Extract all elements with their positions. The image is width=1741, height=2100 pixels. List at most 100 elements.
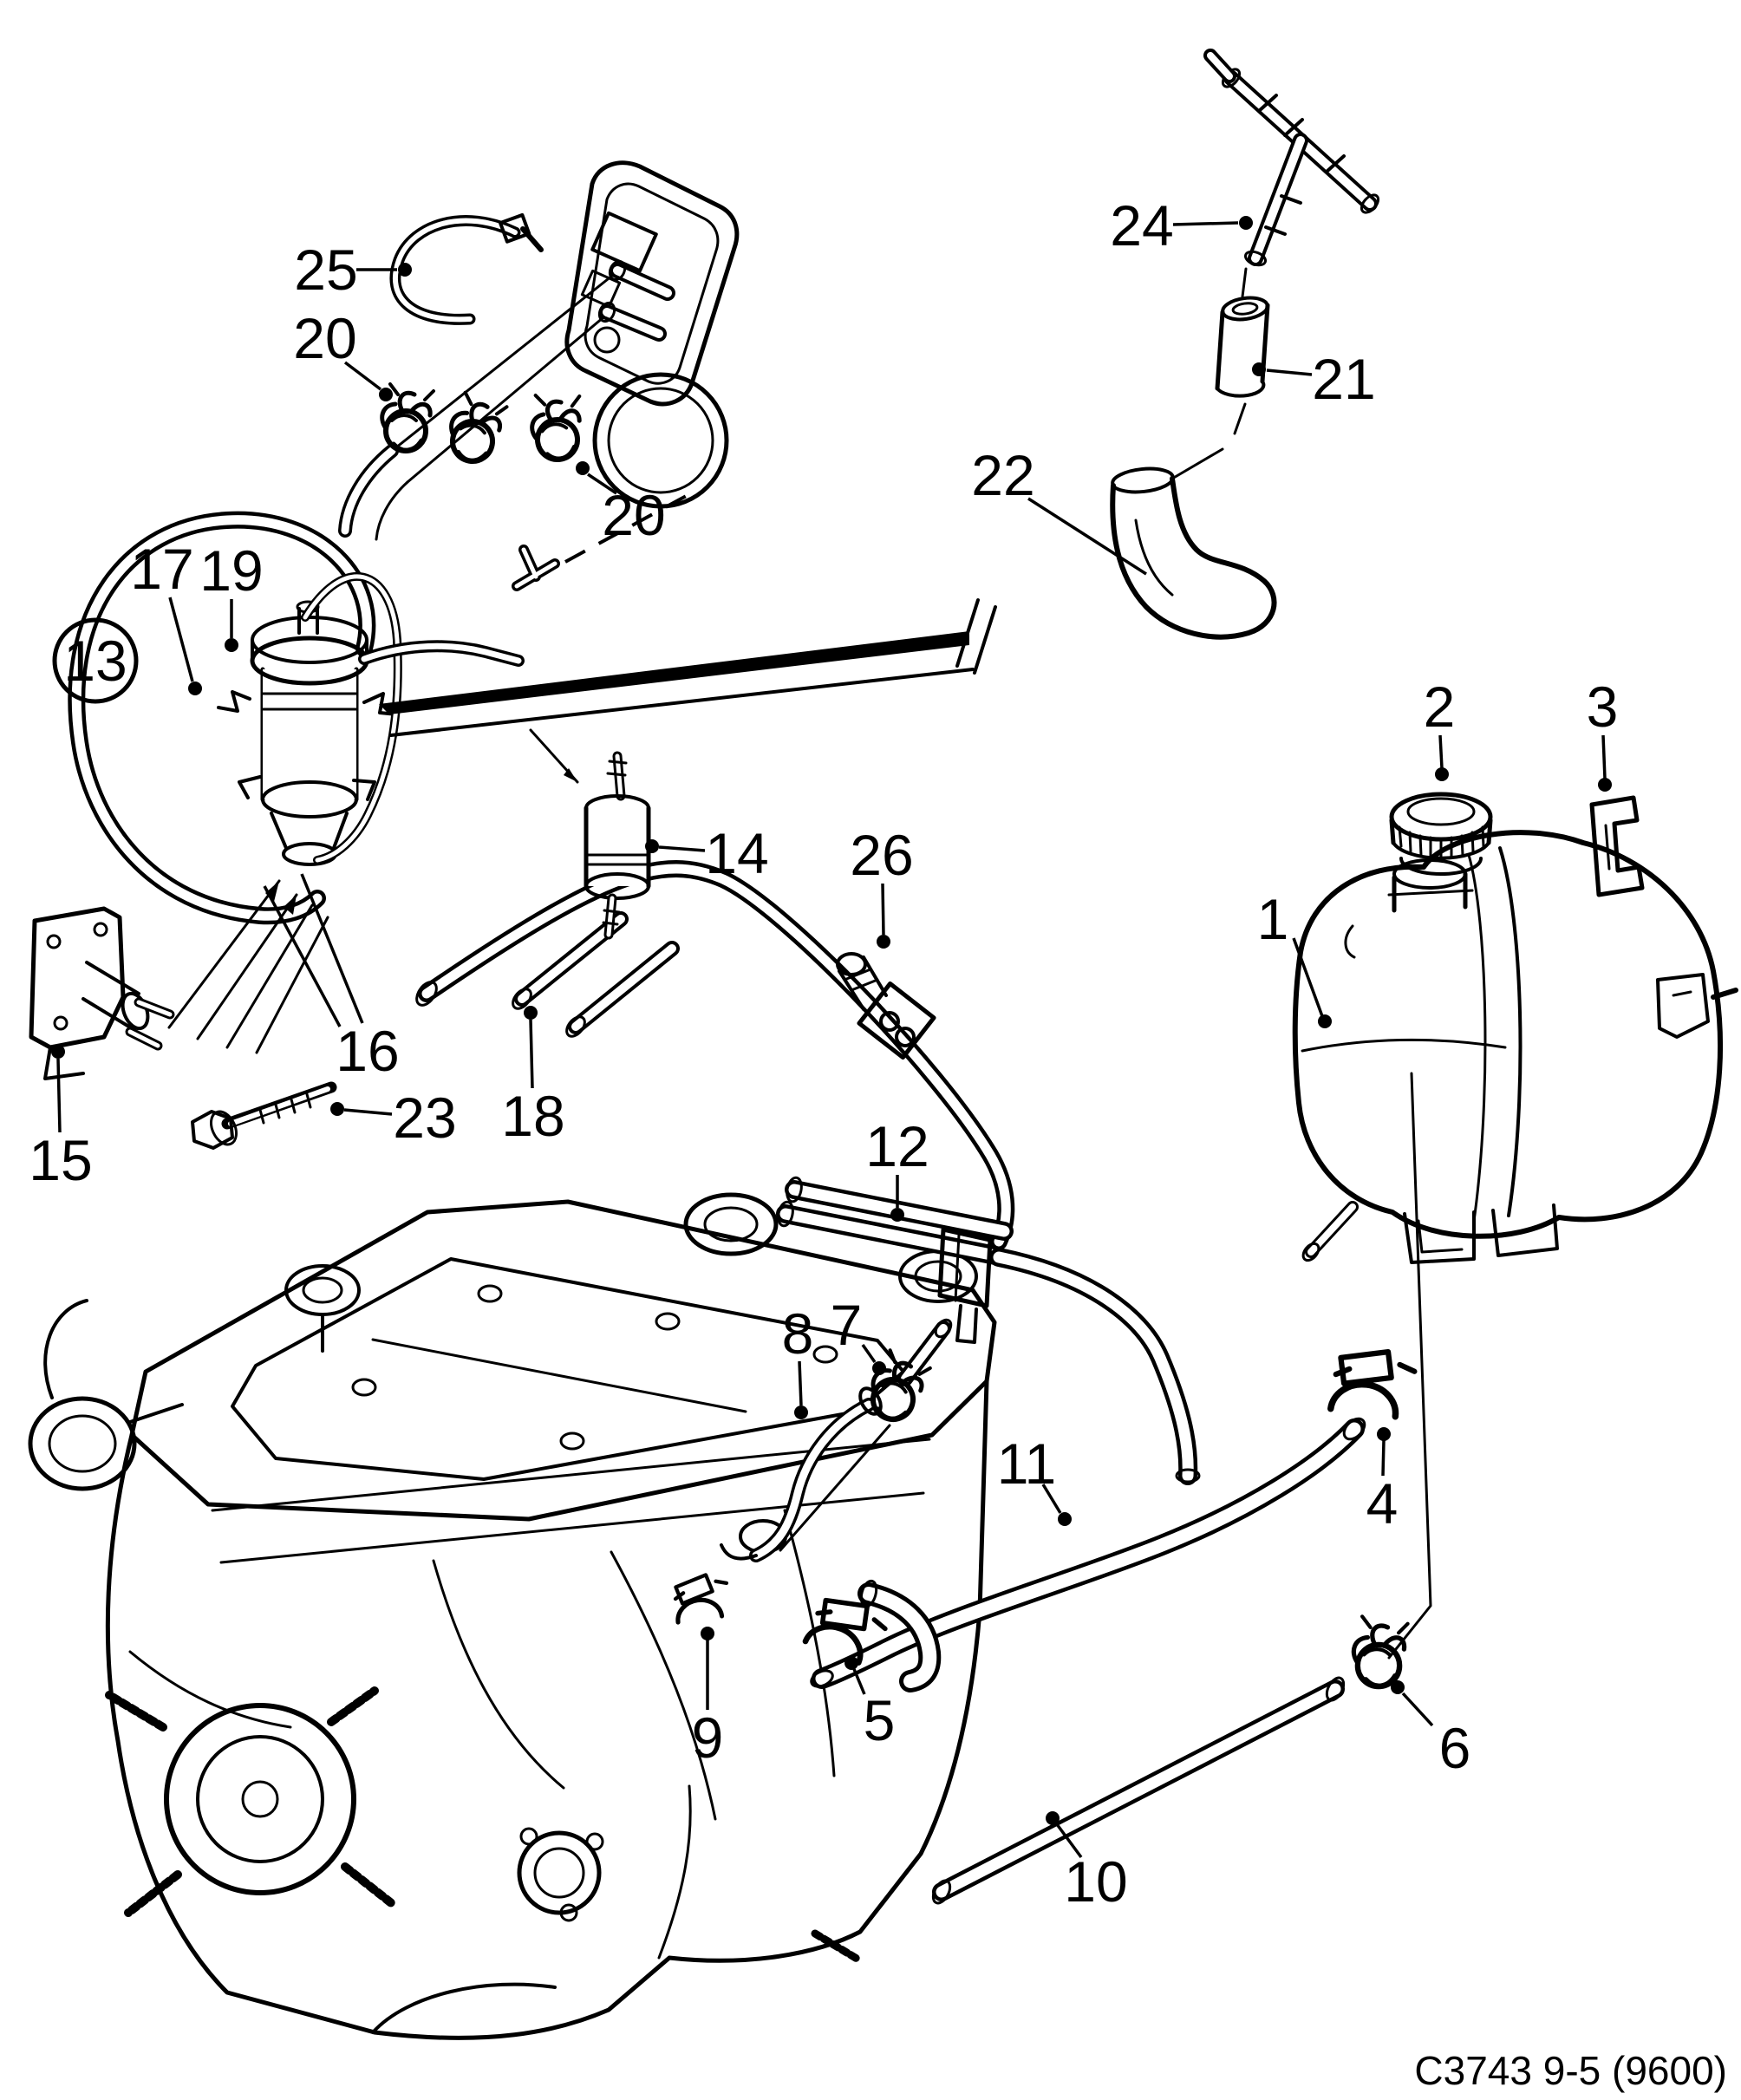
callout-number: 10 [1064,1849,1127,1914]
leader-dot [379,388,393,401]
callout-number: 18 [501,1084,564,1148]
callout-number: 3 [1587,675,1619,739]
tank-bracket-ear [1656,973,1710,1039]
callout-11: 11 [997,1432,1072,1526]
callout-number: 5 [864,1688,896,1752]
alignment-lines [1170,267,1248,480]
callout-4: 4 [1366,1427,1399,1536]
pipe-18-drawing [415,860,1015,1250]
callout-number: 17 [130,537,193,601]
leader-dot [877,935,890,949]
leader-dot [1239,216,1253,230]
tank-body [1292,830,1724,1239]
leader-line [343,1108,393,1116]
water-pump [517,1830,602,1915]
dashed-vacuum-line [564,487,700,564]
callout-15: 15 [29,1045,93,1192]
retainer-clip-3-drawing [1589,795,1645,897]
tank-cap-drawing [1389,792,1493,876]
callout-number: 11 [997,1432,1057,1496]
callout-number: 14 [705,821,768,885]
diagram-caption: C3743 9-5 (9600) [1414,2048,1727,2093]
oil-filler-cap [683,1192,779,1256]
callout-number: 24 [1110,193,1173,258]
leader-line [263,885,342,1027]
block-detail-lines [128,1509,836,1960]
callout-number: 1 [1257,887,1289,951]
leader-line [1381,1439,1386,1477]
callout-17: 17 [130,537,202,695]
callout-number: 22 [971,443,1034,507]
bracket-ring [592,372,729,509]
clamped-hose-drawing [338,444,409,541]
leader-line [852,1668,866,1695]
leader-line [1027,497,1147,576]
hub-studs [105,1686,398,1917]
callout-12: 12 [865,1114,929,1222]
leader-line [1292,937,1324,1017]
throttle-bracket-drawing [390,160,740,509]
throttle-housing [28,1396,137,1491]
leader-line [1172,221,1239,226]
leader-dot [844,1656,858,1670]
callout-ring [52,617,139,704]
hose-11-drawing [810,1417,1366,1689]
callout-14: 14 [645,821,769,885]
cable-tie-drawing [389,212,544,325]
callout-3: 3 [1587,675,1619,792]
leader-dot [330,1102,344,1116]
leader-dot [890,1208,904,1222]
leader-line [1041,1484,1062,1514]
leader-dot [524,1006,538,1020]
callout-9: 9 [692,1627,723,1770]
callout-2: 2 [1424,675,1456,781]
callout-1: 1 [1257,887,1332,1028]
callout-22: 22 [971,443,1147,576]
leader-line [168,597,194,682]
leader-dot [872,1361,886,1375]
leader-line [861,1343,877,1364]
callout-5: 5 [844,1656,895,1752]
leader-line [1266,368,1313,376]
callout-number: 20 [293,306,356,370]
callout-number: 4 [1366,1471,1399,1536]
arrowhead [564,768,577,782]
leader-line [343,361,382,391]
leader-line-long [389,668,975,737]
crank-hub [164,1703,356,1895]
leader-line [300,873,364,1024]
valve-clips [217,690,399,801]
callout-number: 21 [1312,347,1375,411]
callout-6: 6 [1391,1680,1470,1780]
t-connector-24-drawing [1203,49,1380,267]
callout-number: 6 [1439,1716,1471,1780]
leader-dot [225,638,238,652]
leader-line [1401,1692,1434,1727]
callout-26: 26 [850,823,914,949]
callout-number: 12 [865,1114,929,1178]
arrowhead [284,895,297,915]
hose-12-clip [937,1227,993,1308]
leader-dot [188,682,202,695]
leader-dot [1391,1680,1405,1694]
break-mark [955,598,997,675]
leader-line [529,1019,534,1089]
callout-number: 2 [1424,675,1456,739]
callout-16: 16 [263,873,400,1083]
callout-18: 18 [501,1006,565,1148]
leader-line [587,473,617,495]
callout-25: 25 [294,238,412,302]
callout-8: 8 [782,1301,813,1419]
solenoid-valve-15-drawing [29,906,175,1080]
leader-dot [1046,1811,1060,1825]
leader-dot [576,461,590,475]
leader-dot [1435,767,1449,781]
check-valve-14-drawing [529,728,651,940]
leader-dot [398,263,412,277]
callout-number: 16 [336,1019,399,1083]
leader-dot [1318,1014,1332,1028]
engine-drawing [28,1192,997,2040]
leader-dot [701,1627,714,1640]
